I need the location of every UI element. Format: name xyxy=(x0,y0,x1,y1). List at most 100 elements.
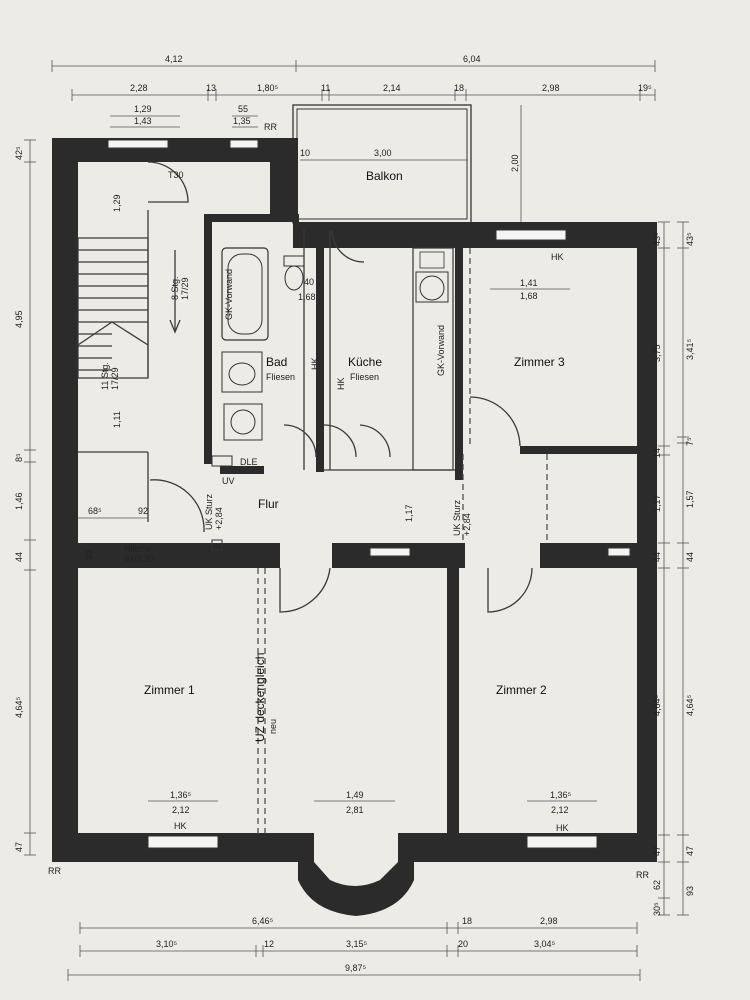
label-sturz-height-left: +2,84 xyxy=(214,507,224,530)
dim-right-outer-1: 3,41⁵ xyxy=(685,338,695,360)
dim-nische-small: 33 xyxy=(84,550,94,560)
dim-right-inner-6: 47 xyxy=(652,846,662,856)
label-kueche: Küche xyxy=(348,355,382,369)
dim-bottom-total: 9,87⁵ xyxy=(345,963,367,973)
dim-bottom1-2: 2,98 xyxy=(540,916,558,926)
label-uz-line2: neu xyxy=(268,719,278,734)
label-gk-vorwand-bad: GK-Vorwand xyxy=(224,269,234,320)
label-flur: Flur xyxy=(258,497,279,511)
dim-bottom2-3: 20 xyxy=(458,939,468,949)
dim-bottom2-0: 3,10⁵ xyxy=(156,939,178,949)
dim-z1-win-top: 1,36⁵ xyxy=(170,790,192,800)
label-rr-bottom-left: RR xyxy=(48,866,61,876)
label-hk-bad: HK xyxy=(310,357,320,370)
label-bad-floor: Fliesen xyxy=(266,372,295,382)
dim-left-6: 47 xyxy=(14,842,24,852)
balkon xyxy=(292,104,472,224)
dim-stair-bottom: 1,11 xyxy=(112,411,122,428)
label-rr-top: RR xyxy=(264,122,277,132)
windows xyxy=(107,139,631,849)
dim-bottom1-1: 18 xyxy=(462,916,472,926)
dim-top-total-left: 4,12 xyxy=(165,54,183,64)
dim-right-outer-6: 47 xyxy=(685,846,695,856)
label-zimmer2: Zimmer 2 xyxy=(496,683,547,697)
label-stairs-upper-ratio: 17/29 xyxy=(180,277,190,300)
label-nische-size: 92/2,20 xyxy=(124,554,154,564)
dim-flur-depth: 1,17 xyxy=(404,504,414,522)
label-zimmer1: Zimmer 1 xyxy=(144,683,195,697)
dim-mid-win-top: 1,49 xyxy=(346,790,364,800)
dim-right-inner-1: 3,75 xyxy=(652,344,662,362)
label-hk-zimmer2: HK xyxy=(556,823,569,833)
label-stairs-lower: 11 Stg. xyxy=(100,362,110,390)
label-t30: T30 xyxy=(168,170,184,180)
dim-top2-7: 19⁵ xyxy=(638,83,652,93)
label-kueche-floor: Fliesen xyxy=(350,372,379,382)
dim-top2-0: 2,28 xyxy=(130,83,148,93)
dim-right-outer-4: 44 xyxy=(685,552,695,562)
dim-z1-win-bottom: 2,12 xyxy=(172,805,190,815)
dim-stair-top: 1,29 xyxy=(112,194,122,212)
dim-top2-1: 13 xyxy=(206,83,216,93)
dim-top2-6: 2,98 xyxy=(542,83,560,93)
dim-bottom2-1: 12 xyxy=(264,939,274,949)
dim-landing-right: 92 xyxy=(138,506,148,516)
room-labels: Balkon Bad Fliesen Küche Fliesen Zimmer … xyxy=(124,169,565,697)
label-hk-zimmer1: HK xyxy=(174,821,187,831)
dim-bottom2-2: 3,15⁵ xyxy=(346,939,368,949)
dim-left-0: 42⁵ xyxy=(14,146,24,160)
dim-balkon-depth: 2,00 xyxy=(510,154,520,172)
dim-balkon-small: 10 xyxy=(300,148,310,158)
dim-win-left-top: 1,29 xyxy=(134,104,152,114)
dim-win-mid-top: 55 xyxy=(238,104,248,114)
label-hk-zimmer3: HK xyxy=(551,252,564,262)
dimension-lines xyxy=(24,60,689,981)
label-zimmer3: Zimmer 3 xyxy=(514,355,565,369)
dim-z3-win-top: 1,41 xyxy=(520,278,538,288)
dim-right-outer-7: 93 xyxy=(685,886,695,896)
staircase xyxy=(77,210,181,522)
dim-landing-left: 68⁵ xyxy=(88,506,102,516)
dim-right-outer-5: 4,64⁵ xyxy=(685,694,695,716)
dim-top2-2: 1,80⁵ xyxy=(257,83,279,93)
dim-mid-win-bottom: 2,81 xyxy=(346,805,364,815)
label-uk-sturz-left: UK Sturz xyxy=(204,493,214,530)
annotation-labels: T30 RR RR RR DLE UV HK HK HK HK HK GK-Vo… xyxy=(48,122,649,880)
dim-top2-3: 11 xyxy=(321,83,330,93)
dim-right-outer-3: 1,57 xyxy=(685,490,695,508)
dim-top2-4: 2,14 xyxy=(383,83,401,93)
fixtures xyxy=(147,161,548,835)
label-balkon: Balkon xyxy=(366,169,403,183)
dim-bad-win-top: 40 xyxy=(304,277,314,287)
dim-right-inner-7: 62 xyxy=(652,880,662,890)
dim-z3-win-bottom: 1,68 xyxy=(520,291,538,301)
dim-right-inner-5: 4,64⁵ xyxy=(652,694,662,716)
dim-top-total-right: 6,04 xyxy=(463,54,481,64)
label-nische: Nische xyxy=(124,544,152,554)
label-hk-kueche: HK xyxy=(336,377,346,390)
dim-right-inner-0: 43⁵ xyxy=(652,232,662,246)
label-sturz-height-right: +2,84 xyxy=(462,513,472,536)
label-dle: DLE xyxy=(240,457,258,467)
dim-right-inner-3: 1,17 xyxy=(652,494,662,512)
label-uv: UV xyxy=(222,476,235,486)
dim-right-inner-2: 14 xyxy=(652,448,662,458)
label-uk-sturz-right: UK Sturz xyxy=(452,499,462,536)
label-bad: Bad xyxy=(266,355,287,369)
dim-top2-5: 18 xyxy=(454,83,464,93)
dim-right-inner-4: 44 xyxy=(652,552,662,562)
dim-left-5: 4,64⁵ xyxy=(14,696,24,718)
dim-right-inner-8: 30⁵ xyxy=(652,902,662,916)
dim-right-outer-2: 7⁵ xyxy=(685,437,695,446)
label-stairs-lower-ratio: 17/29 xyxy=(110,367,120,390)
dim-bottom2-4: 3,04⁵ xyxy=(534,939,556,949)
dim-left-3: 1,46 xyxy=(14,492,24,510)
label-stairs-upper: 8 Stg. xyxy=(170,276,180,300)
dim-left-4: 44 xyxy=(14,552,24,562)
dim-z2-win-top: 1,36⁵ xyxy=(550,790,572,800)
dim-win-left-bottom: 1,43 xyxy=(134,116,152,126)
dim-win-mid-bottom: 1,35 xyxy=(233,116,251,126)
dim-left-1: 4,95 xyxy=(14,310,24,328)
dimension-labels: 4,12 6,04 2,28 13 1,80⁵ 11 2,14 18 2,98 … xyxy=(14,54,695,973)
